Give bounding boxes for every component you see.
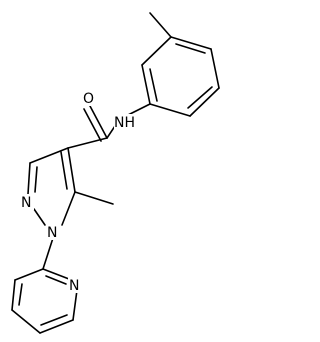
bond-n1-pyridine	[42, 237, 54, 270]
bond-py-4	[11, 309, 41, 334]
bond-nh-aryl	[127, 103, 151, 116]
bond-tolyl-1	[170, 36, 212, 50]
bond-pyr-c3-n2-2	[34, 166, 38, 193]
bond-py-1-inner	[45, 275, 67, 285]
bond-tolyl-6	[141, 36, 172, 66]
bond-layer	[11, 12, 220, 334]
bond-carbonyl-c4	[67, 137, 108, 149]
bond-tolyl-3-inner	[187, 86, 213, 109]
bond-py-2	[72, 289, 78, 321]
bond-pyr-c3-n2-1	[27, 162, 31, 195]
bond-tolyl-5-inner	[149, 68, 158, 102]
atom-label-amide-nh: NH	[114, 115, 135, 131]
bond-py-1	[42, 268, 70, 280]
bond-tolyl-methyl	[149, 12, 172, 38]
bond-py-3	[39, 319, 74, 334]
bond-tolyl-4	[149, 103, 191, 117]
bond-carbonyl-2	[83, 108, 102, 142]
atom-label-layer: O NH N N N	[21, 90, 136, 294]
bond-py-5	[11, 279, 16, 311]
bond-amide-cn	[106, 125, 116, 139]
bond-pyr-n2-n1	[33, 208, 46, 226]
bond-carbonyl-1	[89, 105, 108, 139]
bond-py-6	[14, 268, 44, 281]
atom-label-pyrazole-n1: N	[47, 225, 57, 241]
atom-label-carbonyl-oxygen: O	[83, 91, 94, 107]
bond-tolyl-1-inner	[175, 43, 206, 54]
bond-py-5-inner	[18, 283, 23, 306]
bond-pyr-c4-c5	[67, 147, 76, 193]
bond-tolyl-3	[189, 87, 220, 117]
bond-tolyl-5	[141, 64, 151, 105]
chemical-structure: O NH N N N	[11, 12, 220, 334]
bond-tolyl-2	[210, 48, 220, 89]
bond-pyr-c4-c3	[29, 147, 69, 164]
bond-pyr-n1-c5	[61, 191, 76, 226]
bond-pyr-c4-c5-inner	[60, 151, 68, 190]
atom-label-pyridine-n: N	[69, 278, 79, 294]
bond-pyr-methyl	[74, 191, 114, 205]
bond-py-3-inner	[40, 314, 68, 326]
atom-label-pyrazole-n2: N	[21, 195, 31, 211]
